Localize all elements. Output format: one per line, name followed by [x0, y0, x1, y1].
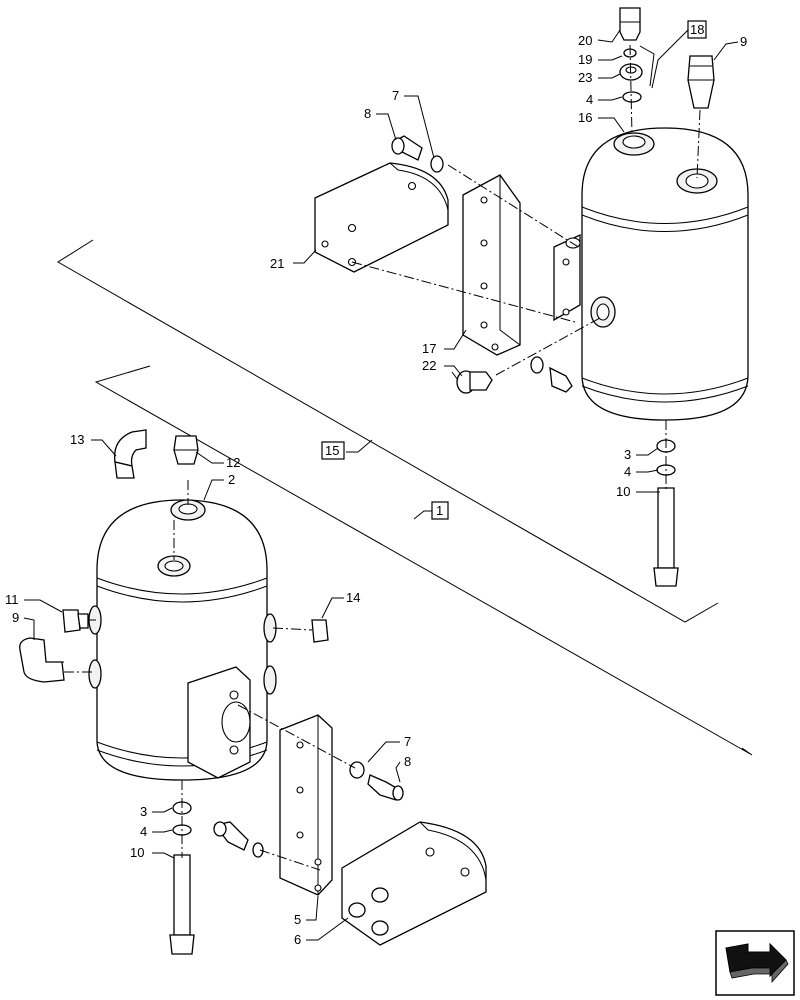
callout-23: 23: [578, 70, 592, 85]
callout-4-upper-bottom: 4: [624, 464, 631, 479]
upper-tank: [553, 127, 749, 421]
elbow-9-lower: [19, 637, 65, 683]
callout-21: 21: [270, 256, 284, 271]
callout-8-upper: 8: [364, 106, 371, 121]
elbow-13: [113, 429, 147, 479]
callout-17: 17: [422, 341, 436, 356]
mounting-plate-21: [314, 162, 449, 273]
callout-2: 2: [228, 472, 235, 487]
callout-box-15: [321, 441, 345, 460]
washer-7-lower: [349, 761, 365, 779]
callout-19: 19: [578, 52, 592, 67]
drain-rod-10-lower: [169, 854, 195, 955]
callout-13: 13: [70, 432, 84, 447]
callout-12: 12: [226, 455, 240, 470]
callout-9-lower: 9: [12, 610, 19, 625]
o-ring-4-upper: [622, 91, 642, 103]
elbow-9-upper: [687, 55, 715, 109]
mounting-bracket-5: [279, 714, 333, 896]
drain-rod-10-upper: [653, 487, 679, 587]
connector-14: [311, 619, 329, 643]
callout-8-lower: 8: [404, 754, 411, 769]
callout-10-lower: 10: [130, 845, 144, 860]
callout-3-lower: 3: [140, 804, 147, 819]
bolt-8-lower: [367, 774, 404, 801]
nut-group: [348, 887, 389, 936]
callout-4-upper: 4: [586, 92, 593, 107]
callout-6: 6: [294, 932, 301, 947]
mounting-bracket-17: [462, 174, 521, 356]
upper-assembly-frame: [57, 239, 719, 623]
callout-22: 22: [422, 358, 436, 373]
callout-box-18: [687, 20, 707, 39]
callout-16: 16: [578, 110, 592, 125]
washer-7-upper: [430, 155, 444, 173]
callout-11: 11: [5, 592, 19, 607]
lower-tank: [88, 499, 277, 781]
callout-7-upper: 7: [392, 88, 399, 103]
callout-3-upper: 3: [624, 447, 631, 462]
callout-7-lower: 7: [404, 734, 411, 749]
bolt-lower-left: [213, 821, 264, 858]
leader-lines: [23, 29, 739, 941]
callout-15: 15: [325, 443, 339, 458]
callout-4-lower: 4: [140, 824, 147, 839]
mounting-plate-6: [341, 821, 487, 946]
callout-box-1: [431, 501, 449, 520]
fitting-22: [451, 370, 493, 394]
plug-11: [62, 609, 89, 633]
callout-14: 14: [346, 590, 360, 605]
callout-10-upper: 10: [616, 484, 630, 499]
callout-20: 20: [578, 33, 592, 48]
callout-5: 5: [294, 912, 301, 927]
valve-20: [619, 7, 641, 41]
next-page-arrow-icon[interactable]: [715, 930, 795, 996]
connector-12: [173, 435, 199, 465]
callout-9-upper: 9: [740, 34, 747, 49]
lower-assembly-frame: [94, 365, 753, 756]
callout-1: 1: [436, 503, 443, 518]
bolt-upper-right: [530, 356, 573, 393]
bolt-8-upper: [391, 135, 423, 161]
callout-18: 18: [690, 22, 704, 37]
